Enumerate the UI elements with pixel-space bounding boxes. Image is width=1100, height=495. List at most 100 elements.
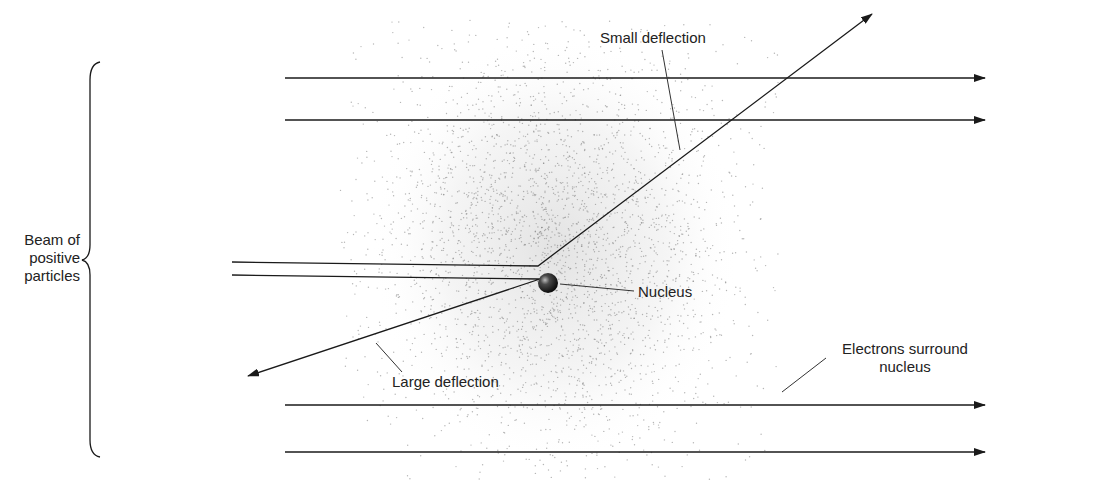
electron-dot — [653, 64, 654, 65]
electron-dot — [471, 192, 472, 193]
electron-dot — [569, 304, 570, 305]
electron-dot — [546, 255, 547, 256]
electron-dot — [500, 96, 501, 97]
electron-dot — [573, 186, 574, 187]
electron-dot — [451, 224, 452, 225]
electron-dot — [571, 299, 572, 300]
electron-dot — [403, 142, 404, 143]
electron-dot — [683, 242, 684, 243]
electron-dot — [536, 325, 537, 326]
electron-dot — [513, 145, 514, 146]
electron-dot — [707, 247, 708, 248]
electron-dot — [419, 322, 420, 323]
electron-dot — [583, 302, 584, 303]
electron-dot — [423, 27, 424, 28]
electron-dot — [532, 326, 533, 327]
electron-dot — [579, 380, 580, 381]
electron-dot — [499, 178, 500, 179]
electron-dot — [551, 315, 552, 316]
electron-dot — [407, 229, 408, 230]
electron-dot — [460, 68, 461, 69]
electron-dot — [639, 243, 640, 244]
electron-dot — [723, 251, 724, 252]
electron-dot — [678, 191, 679, 192]
electron-dot — [559, 310, 560, 311]
electron-dot — [776, 96, 777, 97]
electron-dot — [489, 317, 490, 318]
electron-dot — [569, 65, 570, 66]
electron-dot — [606, 106, 607, 107]
electron-dot — [431, 249, 432, 250]
electron-dot — [381, 255, 382, 256]
electron-dot — [515, 238, 516, 239]
electron-dot — [412, 221, 413, 222]
electron-dot — [579, 348, 580, 349]
electron-dot — [704, 209, 705, 210]
electron-dot — [561, 234, 562, 235]
electron-dot — [560, 408, 561, 409]
electron-dot — [499, 136, 500, 137]
electron-dot — [677, 243, 678, 244]
electron-dot — [533, 185, 534, 186]
electron-dot — [648, 306, 649, 307]
electron-dot — [542, 235, 543, 236]
electron-dot — [520, 287, 521, 288]
electron-dot — [632, 189, 633, 190]
electron-dot — [568, 350, 569, 351]
electron-dot — [583, 385, 584, 386]
electron-dot — [629, 273, 630, 274]
electron-dot — [430, 255, 431, 256]
electron-dot — [668, 69, 669, 70]
electron-dot — [566, 348, 567, 349]
electron-dot — [435, 288, 436, 289]
electron-dot — [566, 424, 567, 425]
electron-dot — [708, 360, 709, 361]
electron-dot — [499, 385, 500, 386]
electron-dot — [501, 70, 502, 71]
electron-dot — [422, 248, 423, 249]
electron-dot — [665, 148, 666, 149]
electron-dot — [657, 99, 658, 100]
electron-dot — [581, 204, 582, 205]
electron-dot — [661, 322, 662, 323]
electron-dot — [548, 186, 549, 187]
electron-dot — [596, 301, 597, 302]
electron-dot — [543, 209, 544, 210]
electron-dot — [613, 135, 614, 136]
electron-dot — [627, 187, 628, 188]
electron-dot — [551, 371, 552, 372]
electron-dot — [679, 261, 680, 262]
electron-dot — [620, 341, 621, 342]
electron-dot — [728, 118, 729, 119]
electron-dot — [547, 213, 548, 214]
electron-dot — [574, 196, 575, 197]
electron-dot — [693, 398, 694, 399]
electron-dot — [527, 356, 528, 357]
electron-dot — [596, 242, 597, 243]
electron-dot — [511, 191, 512, 192]
electron-dot — [505, 282, 506, 283]
electron-dot — [445, 394, 446, 395]
electron-dot — [553, 303, 554, 304]
electron-dot — [773, 112, 774, 113]
electron-dot — [562, 182, 563, 183]
electron-dot — [548, 226, 549, 227]
electron-cloud — [370, 33, 740, 463]
electron-dot — [520, 235, 521, 236]
electron-dot — [526, 169, 527, 170]
electron-dot — [389, 271, 390, 272]
electron-dot — [426, 200, 427, 201]
electron-dot — [436, 317, 437, 318]
electron-dot — [524, 166, 525, 167]
electron-dot — [526, 459, 527, 460]
electron-dot — [502, 270, 503, 271]
electron-dot — [444, 182, 445, 183]
electron-dot — [484, 241, 485, 242]
electron-dot — [524, 164, 525, 165]
electron-dot — [571, 286, 572, 287]
electron-dot — [579, 83, 580, 84]
electron-dot — [627, 227, 628, 228]
electron-dot — [546, 318, 547, 319]
electron-dot — [650, 247, 651, 248]
electron-dot — [478, 335, 479, 336]
